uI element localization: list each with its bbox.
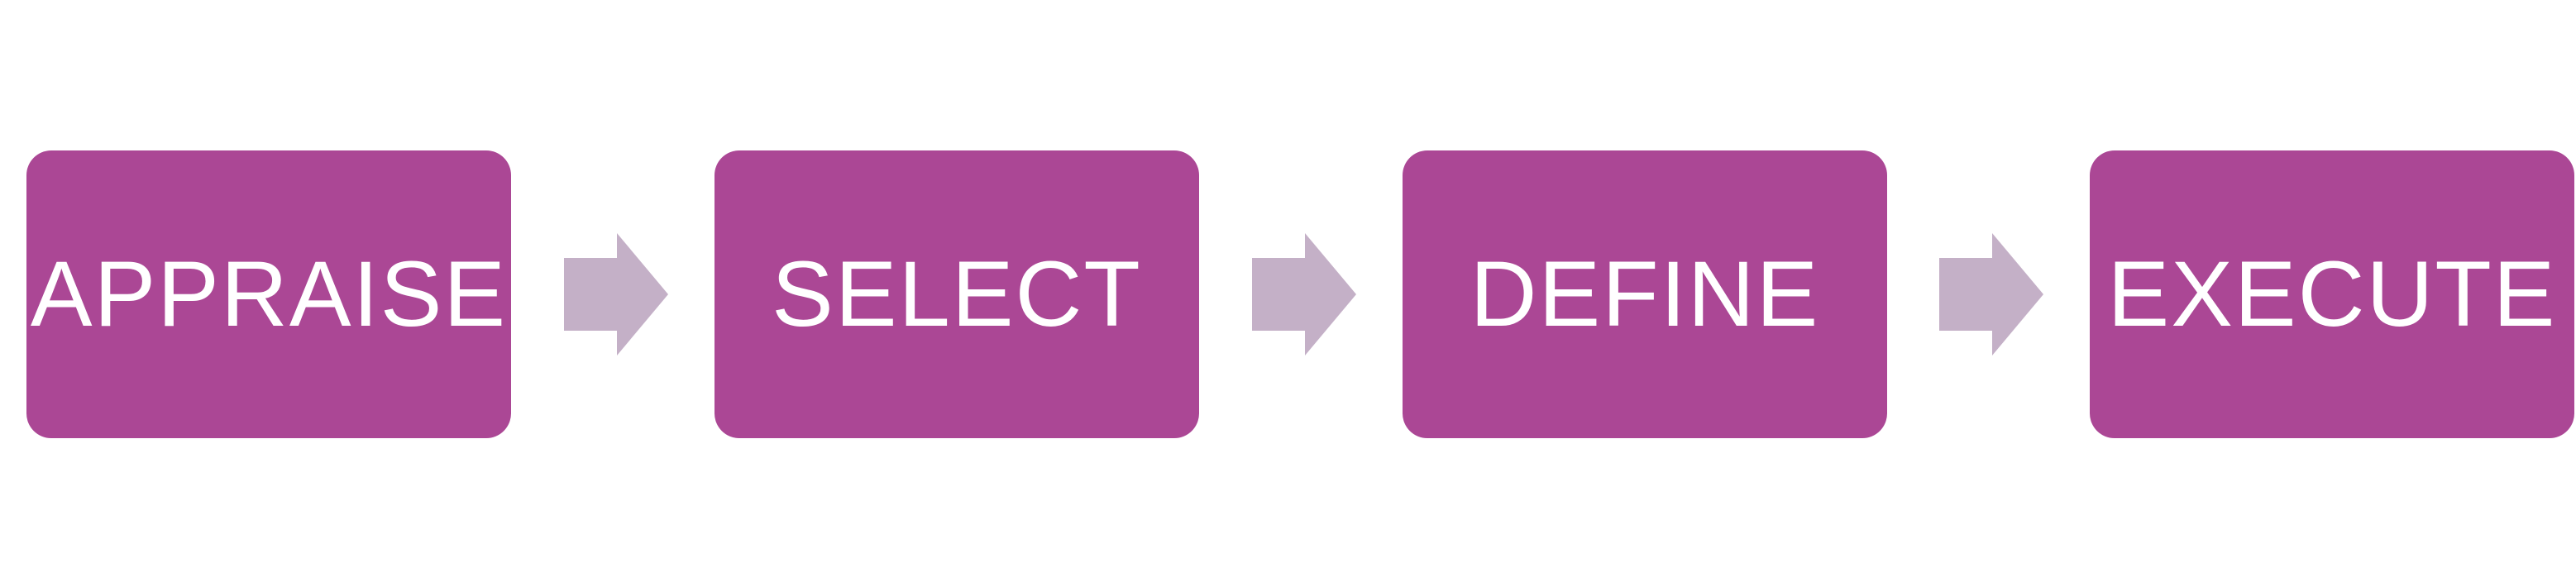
arrow-shape [1939,233,2043,356]
step-label-define: DEFINE [1470,242,1820,346]
step-box-select: SELECT [714,150,1199,438]
step-label-select: SELECT [772,242,1142,346]
chevron-right-arrow-icon [1939,233,2043,356]
step-label-appraise: APPRAISE [30,242,508,346]
step-box-appraise: APPRAISE [26,150,511,438]
chevron-right-arrow-icon [564,233,668,356]
arrow-shape [564,233,668,356]
step-box-execute: EXECUTE [2090,150,2574,438]
step-box-define: DEFINE [1403,150,1887,438]
chevron-right-arrow-icon [1252,233,1356,356]
arrow-shape [1252,233,1356,356]
step-label-execute: EXECUTE [2107,242,2557,346]
